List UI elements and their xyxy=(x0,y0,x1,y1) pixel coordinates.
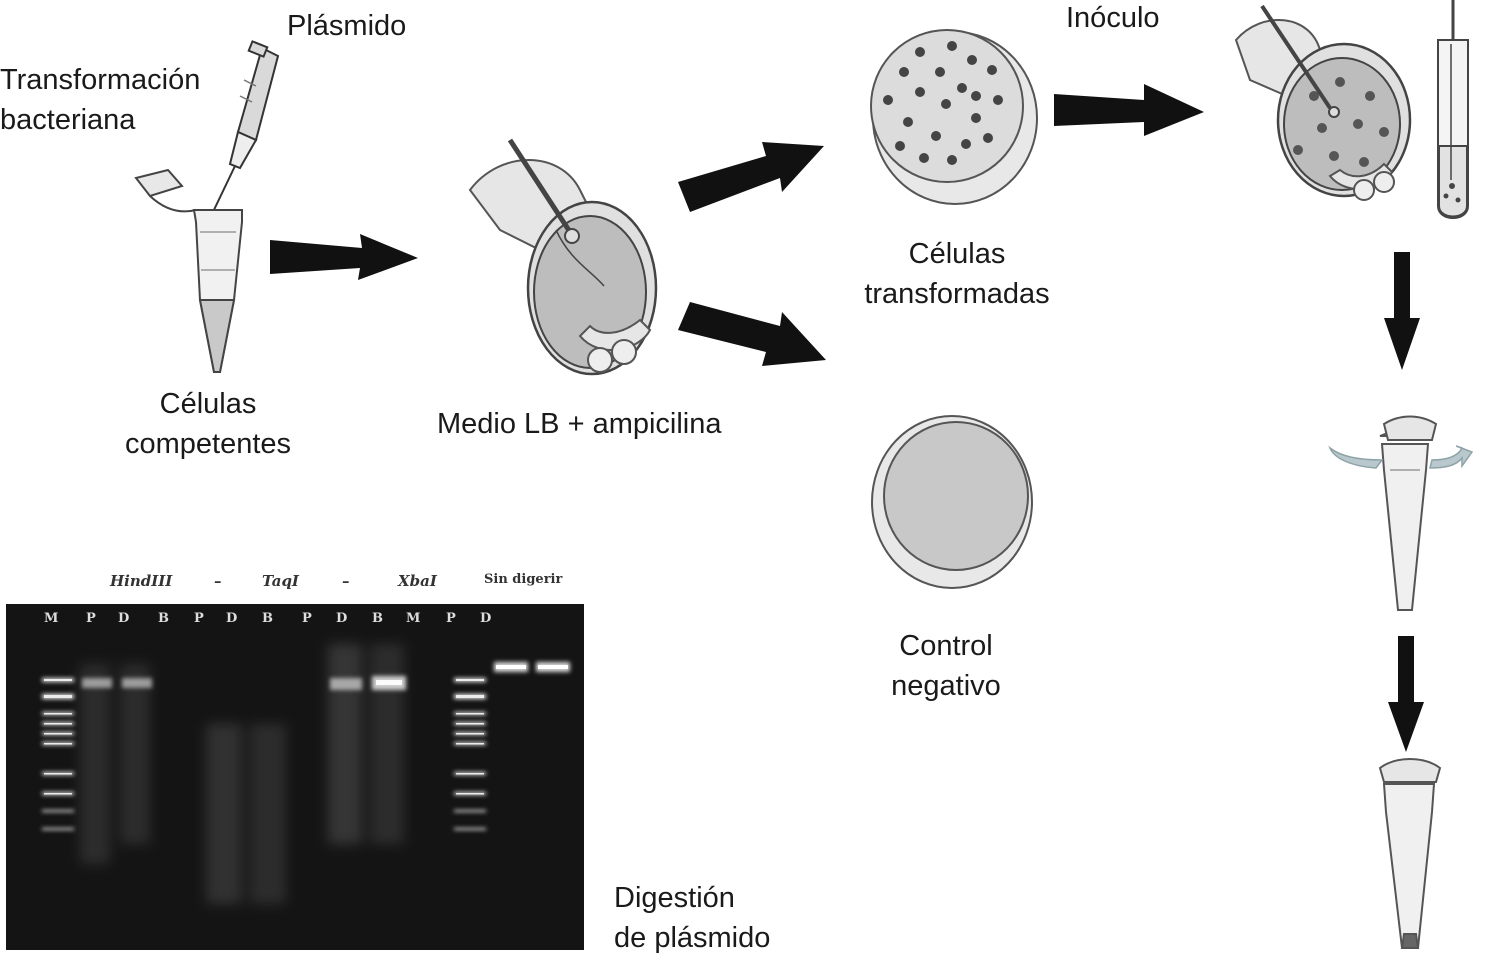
gel-header-hindiii: HindIII xyxy=(110,572,173,590)
gel-bands xyxy=(42,644,570,904)
gel-lane-label: B xyxy=(262,611,273,626)
gel-lane-label: D xyxy=(118,611,130,626)
agarose-gel-image xyxy=(6,604,584,950)
label-competent-line2: competentes xyxy=(124,428,292,460)
gel-lane-label: D xyxy=(480,611,492,626)
rotation-arrows-icon xyxy=(1328,445,1474,469)
gel-lane-label: M xyxy=(406,611,421,626)
gel-lane-label: P xyxy=(86,611,96,626)
gel-header-xbai: XbaI xyxy=(398,572,437,590)
gel-lane-label: B xyxy=(158,611,169,626)
gel-lane-label: P xyxy=(194,611,204,626)
plate-negative-control-icon xyxy=(871,415,1033,589)
gel-lane-label: P xyxy=(446,611,456,626)
label-negative-line1: Control xyxy=(899,630,993,662)
gel-lane-label: B xyxy=(372,611,383,626)
label-transformed-line1: Células xyxy=(908,238,1006,270)
gel-lane-label: D xyxy=(336,611,348,626)
gel-header-taqi: TaqI xyxy=(262,572,299,590)
gel-lane-label: D xyxy=(226,611,238,626)
gel-lane-label: P xyxy=(302,611,312,626)
gel-header-dash-1: – xyxy=(214,572,222,590)
arrow-to-transformed xyxy=(678,142,824,212)
label-transformation-line1: Transformación xyxy=(0,64,201,96)
label-negative-line2: negativo xyxy=(891,670,1001,702)
label-competent-line1: Células xyxy=(159,388,257,420)
label-inoculum: Inóculo xyxy=(1066,2,1160,34)
label-transformation-line2: bacteriana xyxy=(0,104,136,136)
arrow-to-negative-control xyxy=(678,302,826,366)
arrow-down-to-pellet xyxy=(1388,636,1424,752)
culture-tube-icon xyxy=(1437,0,1469,219)
label-medium: Medio LB + ampicilina xyxy=(437,408,722,440)
hand-streaking-plate-icon xyxy=(468,138,658,376)
arrow-to-inoculum xyxy=(1054,84,1204,136)
arrow-to-plating xyxy=(270,234,418,280)
microtube-competent-cells-icon xyxy=(134,168,243,373)
hand-picking-colony-icon xyxy=(1234,4,1412,201)
gel-lane-label: M xyxy=(44,611,59,626)
label-digestion-line1: Digestión xyxy=(614,882,735,914)
label-transformed-line2: transformadas xyxy=(864,278,1050,310)
centrifuge-tube-icon xyxy=(1379,415,1438,611)
label-digestion-line2: de plásmido xyxy=(614,922,771,954)
gel-header-dash-2: – xyxy=(342,572,350,590)
pellet-tube-icon xyxy=(1378,758,1442,949)
plate-transformed-cells-icon xyxy=(870,29,1038,205)
pipette-icon xyxy=(211,40,280,215)
gel-header-undigested: Sin digerir xyxy=(484,572,563,587)
arrow-down-to-centrifuge xyxy=(1384,252,1420,370)
label-plasmid: Plásmido xyxy=(287,10,407,42)
